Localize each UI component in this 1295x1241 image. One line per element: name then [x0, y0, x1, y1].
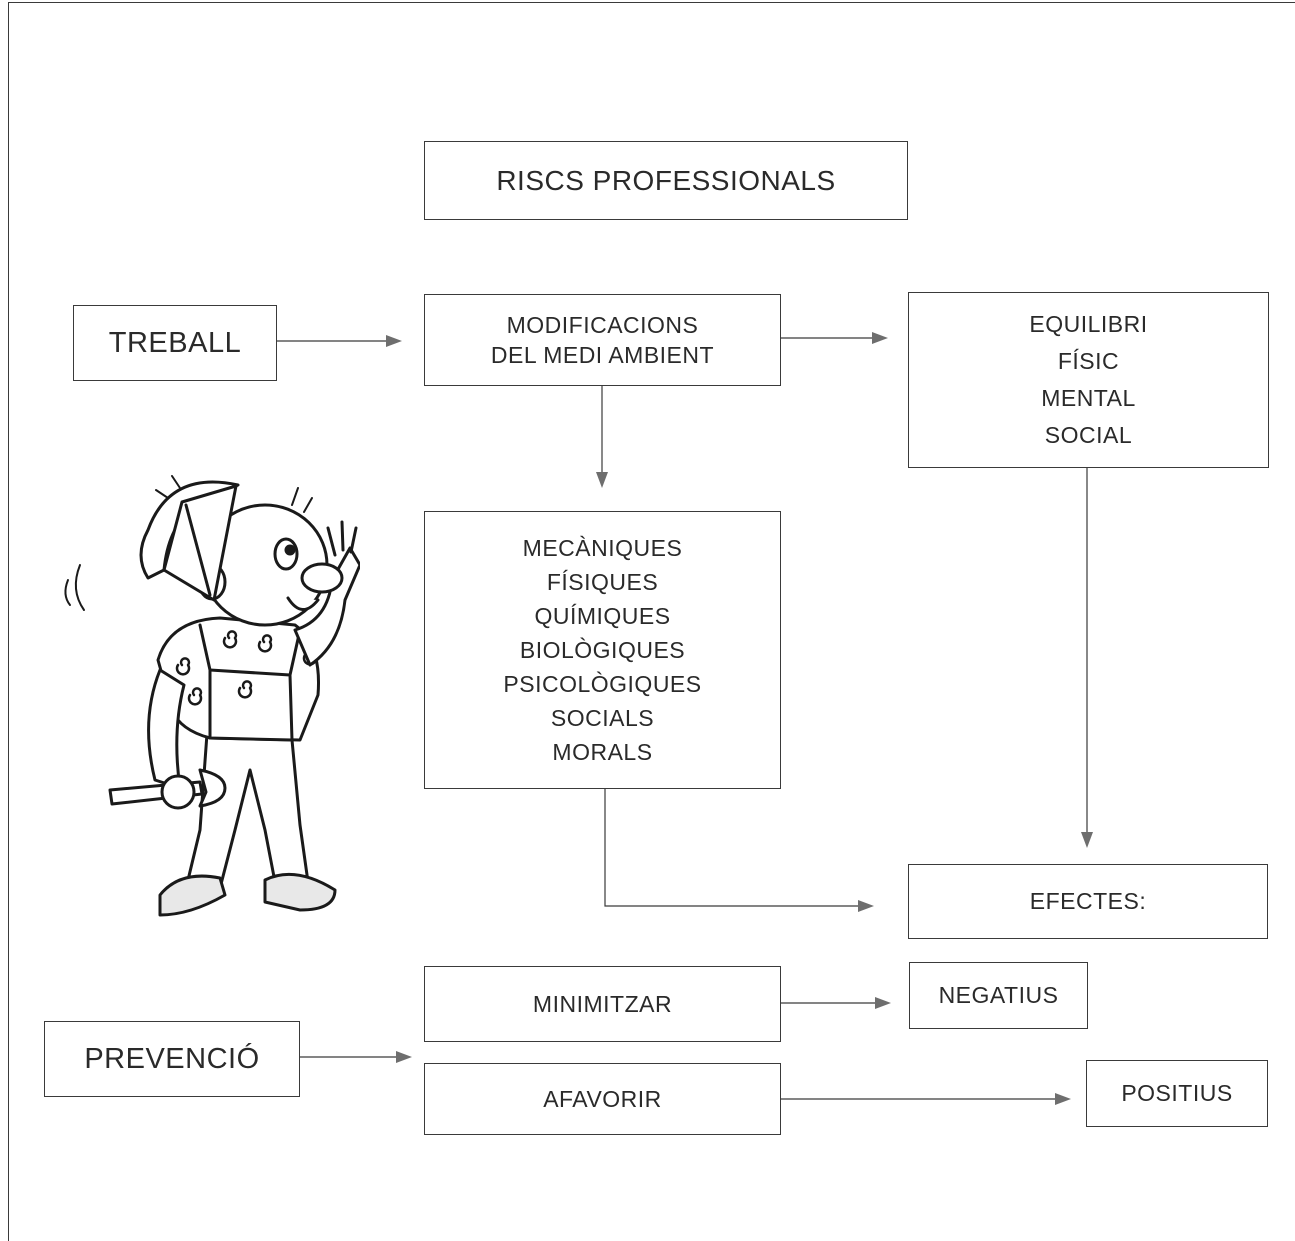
arrowhead-right [872, 332, 888, 344]
riscos-box: MECÀNIQUES FÍSIQUES QUÍMIQUES BIOLÒGIQUE… [424, 511, 781, 789]
risc-item: SOCIALS [550, 705, 655, 731]
arrow-riscos-to-efectes [604, 789, 858, 907]
prevencio-box: PREVENCIÓ [44, 1021, 300, 1097]
modificacions-line: MODIFICACIONS [506, 312, 699, 338]
equilibri-line: FÍSIC [1057, 348, 1120, 374]
frame-top-border [8, 2, 1295, 4]
risc-item: QUÍMIQUES [534, 603, 671, 629]
arrowhead-right [858, 900, 874, 912]
arrowhead-right [396, 1051, 412, 1063]
title-text: RISCS PROFESSIONALS [496, 164, 836, 196]
treball-text: TREBALL [108, 326, 242, 359]
afavorir-box: AFAVORIR [424, 1063, 781, 1135]
equilibri-line: EQUILIBRI [1029, 311, 1148, 337]
risc-item: MORALS [552, 739, 653, 765]
modificacions-line: DEL MEDI AMBIENT [490, 342, 715, 368]
negatius-text: NEGATIUS [938, 982, 1059, 1008]
arrowhead-down [596, 472, 608, 488]
title-box: RISCS PROFESSIONALS [424, 141, 908, 220]
risc-item: FÍSIQUES [546, 569, 659, 595]
equilibri-box: EQUILIBRI FÍSIC MENTAL SOCIAL [908, 292, 1269, 468]
equilibri-line: SOCIAL [1044, 422, 1133, 448]
positius-box: POSITIUS [1086, 1060, 1268, 1127]
efectes-box: EFECTES: [908, 864, 1268, 939]
negatius-box: NEGATIUS [909, 962, 1088, 1029]
minimitzar-text: MINIMITZAR [532, 990, 673, 1017]
arrowhead-right [386, 335, 402, 347]
risc-item: BIOLÒGIQUES [519, 637, 686, 663]
risc-item: MECÀNIQUES [522, 535, 683, 561]
afavorir-text: AFAVORIR [543, 1085, 662, 1112]
equilibri-line: MENTAL [1041, 385, 1136, 411]
prevencio-text: PREVENCIÓ [84, 1042, 260, 1075]
efectes-text: EFECTES: [1029, 888, 1147, 914]
modificacions-box: MODIFICACIONS DEL MEDI AMBIENT [424, 294, 781, 386]
arrowhead-down [1081, 832, 1093, 848]
treball-box: TREBALL [73, 305, 277, 381]
risc-item: PSICOLÒGIQUES [503, 671, 702, 697]
worker-with-wrench-icon [64, 475, 360, 917]
positius-text: POSITIUS [1121, 1080, 1233, 1106]
minimitzar-box: MINIMITZAR [424, 966, 781, 1042]
arrowhead-right [1055, 1093, 1071, 1105]
frame-left-border [8, 2, 10, 1241]
arrowhead-right [875, 997, 891, 1009]
